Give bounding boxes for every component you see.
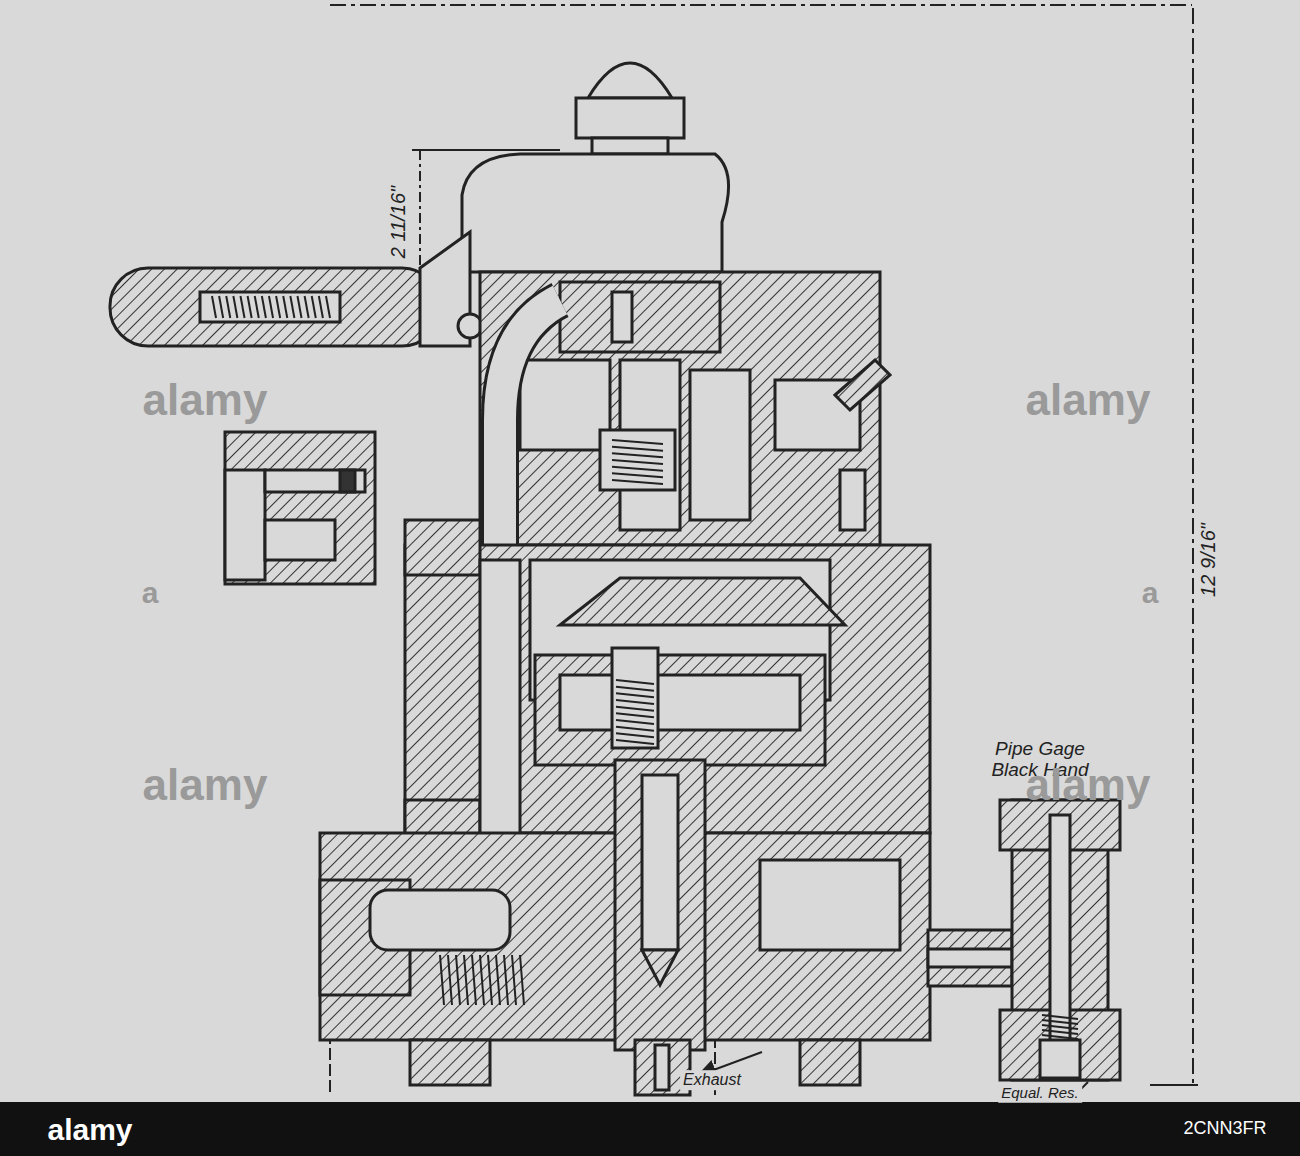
- equalizing-piston: [535, 655, 825, 765]
- watermark: a: [142, 576, 159, 609]
- air-passage: [500, 300, 560, 560]
- port-label: Equal. Res.: [998, 1084, 1082, 1103]
- watermark-band: [0, 1102, 1300, 1156]
- port-plug: [840, 470, 865, 530]
- pipe-thread: [1042, 1015, 1078, 1039]
- handle-head: [462, 154, 729, 272]
- dimension-line: [330, 4, 1192, 6]
- valve-spring: [612, 440, 663, 484]
- slide-valve: [560, 578, 845, 625]
- watermark: alamy: [1026, 761, 1151, 809]
- dimension-tick: [412, 149, 560, 151]
- body-foot: [800, 1040, 860, 1085]
- dimension-label: 12 9/16": [1196, 520, 1220, 600]
- pipe-thread: [440, 955, 524, 1005]
- gage-bore: [1050, 815, 1070, 1055]
- cap-nut: [588, 63, 672, 98]
- brake-handle: [110, 268, 440, 346]
- watermark: alamy: [47, 1113, 132, 1146]
- piston-spring: [616, 680, 654, 744]
- handle-slot: [200, 292, 340, 322]
- dimension-line: [1192, 8, 1194, 1085]
- watermark: a: [1142, 576, 1159, 609]
- watermark: alamy: [143, 761, 268, 809]
- discharge-port: [370, 890, 510, 950]
- latch-spring: [212, 296, 330, 318]
- plug-screw: [835, 360, 890, 410]
- gage-pipe: [928, 930, 1012, 986]
- watermark: alamy: [1026, 376, 1151, 424]
- washer: [592, 138, 668, 154]
- hex-nut: [576, 98, 684, 138]
- port-label: Exhaust: [680, 1070, 744, 1090]
- rotary-valve-key: [560, 282, 720, 352]
- pivot-screw: [458, 314, 482, 338]
- exhaust-valve: [615, 760, 705, 1050]
- image-id: 2CNN3FR: [1183, 1119, 1266, 1139]
- body-foot: [410, 1040, 490, 1085]
- dimension-tick: [1150, 1084, 1198, 1086]
- detail-section: [225, 432, 375, 584]
- watermark: alamy: [143, 376, 268, 424]
- dimension-label: 2 11/16": [386, 183, 410, 261]
